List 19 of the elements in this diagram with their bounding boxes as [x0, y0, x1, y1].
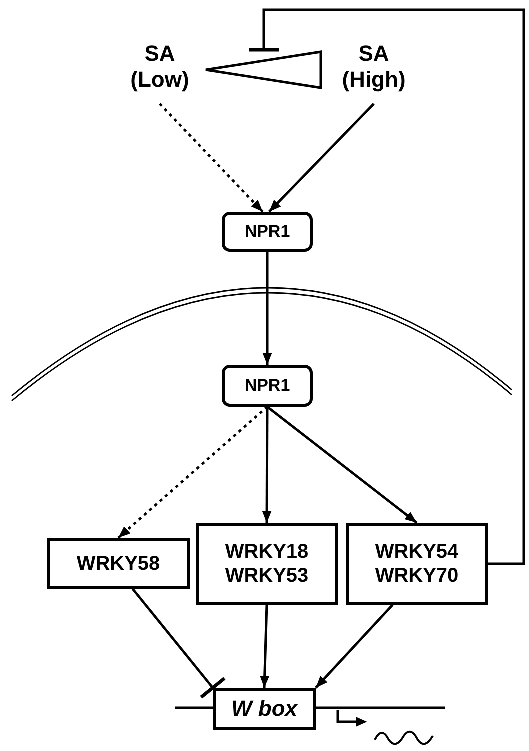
arrow	[266, 406, 418, 524]
signal-label: SA (High)	[328, 30, 420, 104]
signal-label: SA (Low)	[116, 30, 204, 104]
inhibition-line	[132, 588, 226, 700]
arrow	[159, 103, 264, 213]
gene-box: WRKY58	[47, 538, 190, 589]
promoter-box: W box	[213, 688, 316, 730]
arrow	[315, 604, 394, 689]
gene-box: WRKY18 WRKY53	[196, 523, 338, 605]
inhibition-line	[247, 8, 526, 566]
gradient-triangle	[205, 50, 323, 90]
arrow	[262, 252, 272, 365]
arrow	[268, 103, 375, 213]
arrow	[260, 604, 270, 688]
protein-box: NPR1	[222, 212, 313, 252]
gene-box: WRKY54 WRKY70	[346, 523, 488, 605]
protein-box: NPR1	[222, 365, 313, 407]
arrow	[262, 407, 272, 523]
arrow	[118, 406, 268, 539]
